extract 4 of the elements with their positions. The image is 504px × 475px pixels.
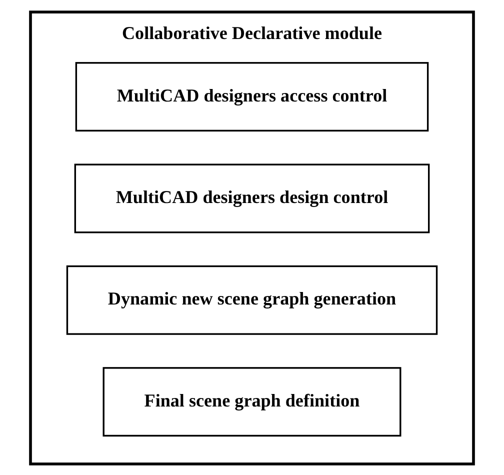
node-box: MultiCAD designers design control [74,163,430,233]
node-box: Dynamic new scene graph generation [66,264,438,334]
node-box: Final scene graph definition [102,366,402,436]
node-box: MultiCAD designers access control [75,62,429,132]
